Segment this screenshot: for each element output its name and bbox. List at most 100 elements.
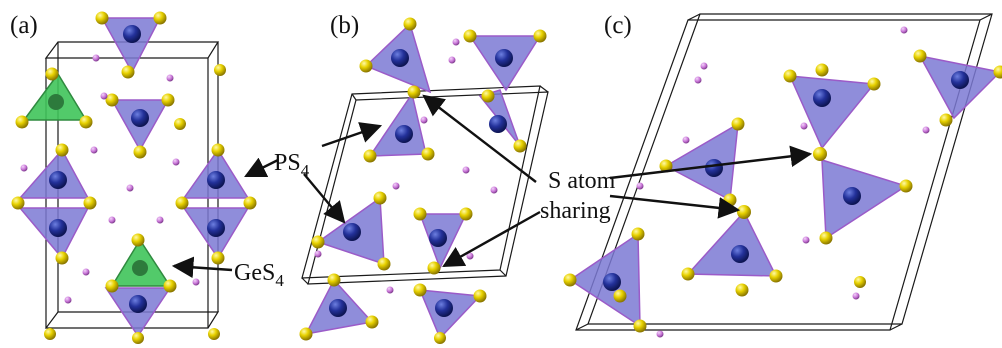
sulfur-atom — [243, 196, 257, 210]
sulfur-atom — [723, 193, 737, 207]
panel-label-b: (b) — [330, 12, 359, 39]
lithium-atom — [448, 56, 456, 64]
sulfur-atom — [633, 319, 647, 333]
phosphorus-atom — [207, 171, 225, 189]
panel-label-c: (c) — [604, 12, 632, 39]
sulfur-atom — [44, 328, 56, 340]
sulfur-atom — [681, 267, 695, 281]
lithium-atom — [466, 252, 474, 260]
arrow-ps4-to-panel-b-upper — [321, 122, 383, 148]
lithium-atom — [64, 296, 72, 304]
sulfur-atom — [161, 93, 175, 107]
ps4-tetrahedron — [686, 210, 778, 277]
sulfur-atom — [854, 276, 866, 288]
sulfur-atom — [211, 143, 225, 157]
lithium-atom — [490, 186, 498, 194]
ps4-tetrahedron — [821, 158, 908, 240]
sulfur-atom — [867, 77, 881, 91]
sulfur-atom — [373, 191, 387, 205]
sulfur-atom — [815, 63, 829, 77]
phosphorus-atom — [495, 49, 513, 67]
phosphorus-atom — [951, 71, 969, 89]
sulfur-atom — [459, 207, 473, 221]
lithium-atom — [386, 286, 394, 294]
sulfur-atom — [659, 159, 673, 173]
sulfur-atom — [55, 143, 69, 157]
lithium-atom — [420, 116, 428, 124]
lithium-atom — [90, 146, 98, 154]
phosphorus-atom — [49, 171, 67, 189]
sulfur-atom — [473, 289, 487, 303]
label-s-atom-sharing-line1: S atom — [548, 168, 616, 194]
lithium-atom — [100, 92, 108, 100]
sulfur-atom — [993, 65, 1002, 79]
sulfur-atom — [413, 283, 427, 297]
lithium-atom — [172, 158, 180, 166]
lithium-atom — [700, 62, 708, 70]
lithium-atom — [20, 164, 28, 172]
phosphorus-atom — [435, 299, 453, 317]
sulfur-atom — [899, 179, 913, 193]
sulfur-atom — [95, 11, 109, 25]
sulfur-atom — [311, 235, 325, 249]
phosphorus-atoms-c — [603, 71, 969, 291]
phosphorus-atom — [329, 299, 347, 317]
phosphorus-atom — [429, 229, 447, 247]
unit-cell-b — [301, 85, 549, 285]
sulfur-atom — [163, 279, 177, 293]
sulfur-atom — [737, 205, 751, 219]
phosphorus-atom — [207, 219, 225, 237]
sulfur-atom — [427, 261, 441, 275]
sulfur-atom — [769, 269, 783, 283]
lithium-atom — [166, 74, 174, 82]
arrow-s-sharing-upper-b — [422, 94, 537, 183]
ps4-tetrahedron — [368, 92, 427, 157]
sulfur-atom — [783, 69, 797, 83]
lithium-atom — [192, 278, 200, 286]
sulfur-atom — [11, 196, 25, 210]
germanium-atom — [132, 260, 148, 276]
phosphorus-atom — [343, 223, 361, 241]
panel-a: (a) — [10, 11, 257, 344]
phosphorus-atom — [123, 25, 141, 43]
lithium-atom — [636, 182, 644, 190]
lithium-atom — [314, 250, 322, 258]
sulfur-atom — [819, 231, 833, 245]
arrow-s-sharing-lower-b — [442, 210, 541, 268]
lithium-atom — [852, 292, 860, 300]
label-ps4: PS4 — [274, 150, 310, 180]
sulfur-atom — [481, 89, 495, 103]
lithium-atom — [392, 182, 400, 190]
lithium-atom — [156, 216, 164, 224]
sulfur-atom — [434, 332, 446, 344]
sulfur-atoms-b — [299, 17, 547, 344]
lithium-atoms-a — [20, 54, 200, 304]
sulfur-atom — [913, 49, 927, 63]
label-s-atom-sharing-line2: sharing — [540, 198, 611, 224]
sulfur-atom — [105, 279, 119, 293]
lithium-atom — [802, 236, 810, 244]
lithium-atom — [922, 126, 930, 134]
lithium-atom — [682, 136, 690, 144]
sulfur-atom — [731, 117, 745, 131]
phosphorus-atom — [731, 245, 749, 263]
sulfur-atom — [131, 233, 145, 247]
phosphorus-atom — [131, 109, 149, 127]
label-ges4: GeS4 — [234, 260, 284, 290]
panel-label-a: (a) — [10, 12, 38, 39]
sulfur-atom — [365, 315, 379, 329]
sulfur-atoms-c — [563, 49, 1002, 333]
phosphorus-atoms-b — [329, 49, 513, 317]
sulfur-atom — [133, 145, 147, 159]
sulfur-atom — [563, 273, 577, 287]
lithium-atom — [900, 26, 908, 34]
sulfur-atom — [463, 29, 477, 43]
sulfur-atom — [533, 29, 547, 43]
sulfur-atom — [79, 115, 93, 129]
phosphorus-atom — [489, 115, 507, 133]
annotation-arrows — [171, 94, 813, 279]
sulfur-atom — [208, 328, 220, 340]
phosphorus-atom — [49, 219, 67, 237]
sulfur-atom — [377, 257, 391, 271]
